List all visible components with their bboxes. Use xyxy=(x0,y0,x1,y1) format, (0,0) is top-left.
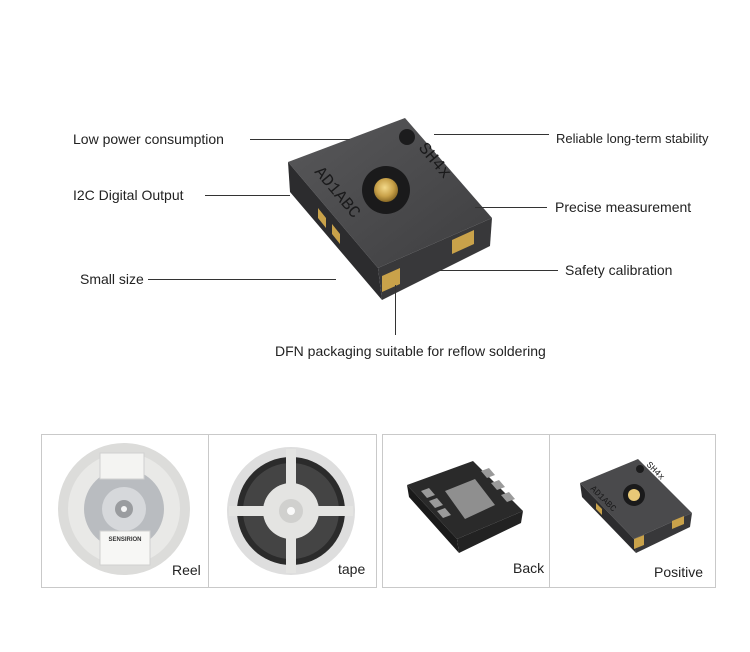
feature-stability: Reliable long-term stability xyxy=(556,131,709,146)
leader-line xyxy=(475,207,547,208)
chip-positive-image: SH4x AD1ABC xyxy=(580,459,692,553)
feature-small-size: Small size xyxy=(80,271,144,287)
chip-pad xyxy=(332,224,340,244)
leader-line xyxy=(432,270,558,271)
chip-pad xyxy=(452,230,474,254)
feature-i2c: I2C Digital Output xyxy=(73,187,184,203)
caption-reel: Reel xyxy=(172,562,201,578)
reel-image: SENSIRION xyxy=(58,443,190,575)
leader-line xyxy=(434,134,549,135)
leader-line xyxy=(205,195,290,196)
caption-positive: Positive xyxy=(654,564,704,580)
leader-line xyxy=(250,139,350,140)
gallery-cell-reel: SENSIRION Reel xyxy=(42,435,209,587)
gallery-cell-tape: tape xyxy=(209,435,376,587)
hero-chip-image: SH4x AD1ABC xyxy=(270,100,500,310)
feature-precise: Precise measurement xyxy=(555,199,692,215)
sensor-element xyxy=(374,178,398,202)
feature-safety: Safety calibration xyxy=(565,262,673,278)
gallery-cell-back: Back xyxy=(383,435,550,587)
leader-line xyxy=(148,279,336,280)
caption-back: Back xyxy=(513,560,545,576)
gallery-cell-positive: SH4x AD1ABC Positive xyxy=(550,435,715,587)
gallery-panel-views: Back SH4x AD1ABC Positive xyxy=(382,434,716,588)
chip-illustration: SH4x AD1ABC xyxy=(288,118,492,300)
chip-back-image xyxy=(407,461,523,553)
tape-reel-image xyxy=(227,447,355,575)
pin1-dot-icon xyxy=(399,129,415,145)
reel-sticker-text: SENSIRION xyxy=(108,537,141,543)
gallery-panel-packaging: SENSIRION Reel tape xyxy=(41,434,377,588)
chip-pad xyxy=(318,208,326,228)
feature-dfn: DFN packaging suitable for reflow solder… xyxy=(275,343,546,359)
leader-line xyxy=(395,285,396,335)
caption-tape: tape xyxy=(338,561,366,577)
feature-low-power: Low power consumption xyxy=(73,131,224,147)
